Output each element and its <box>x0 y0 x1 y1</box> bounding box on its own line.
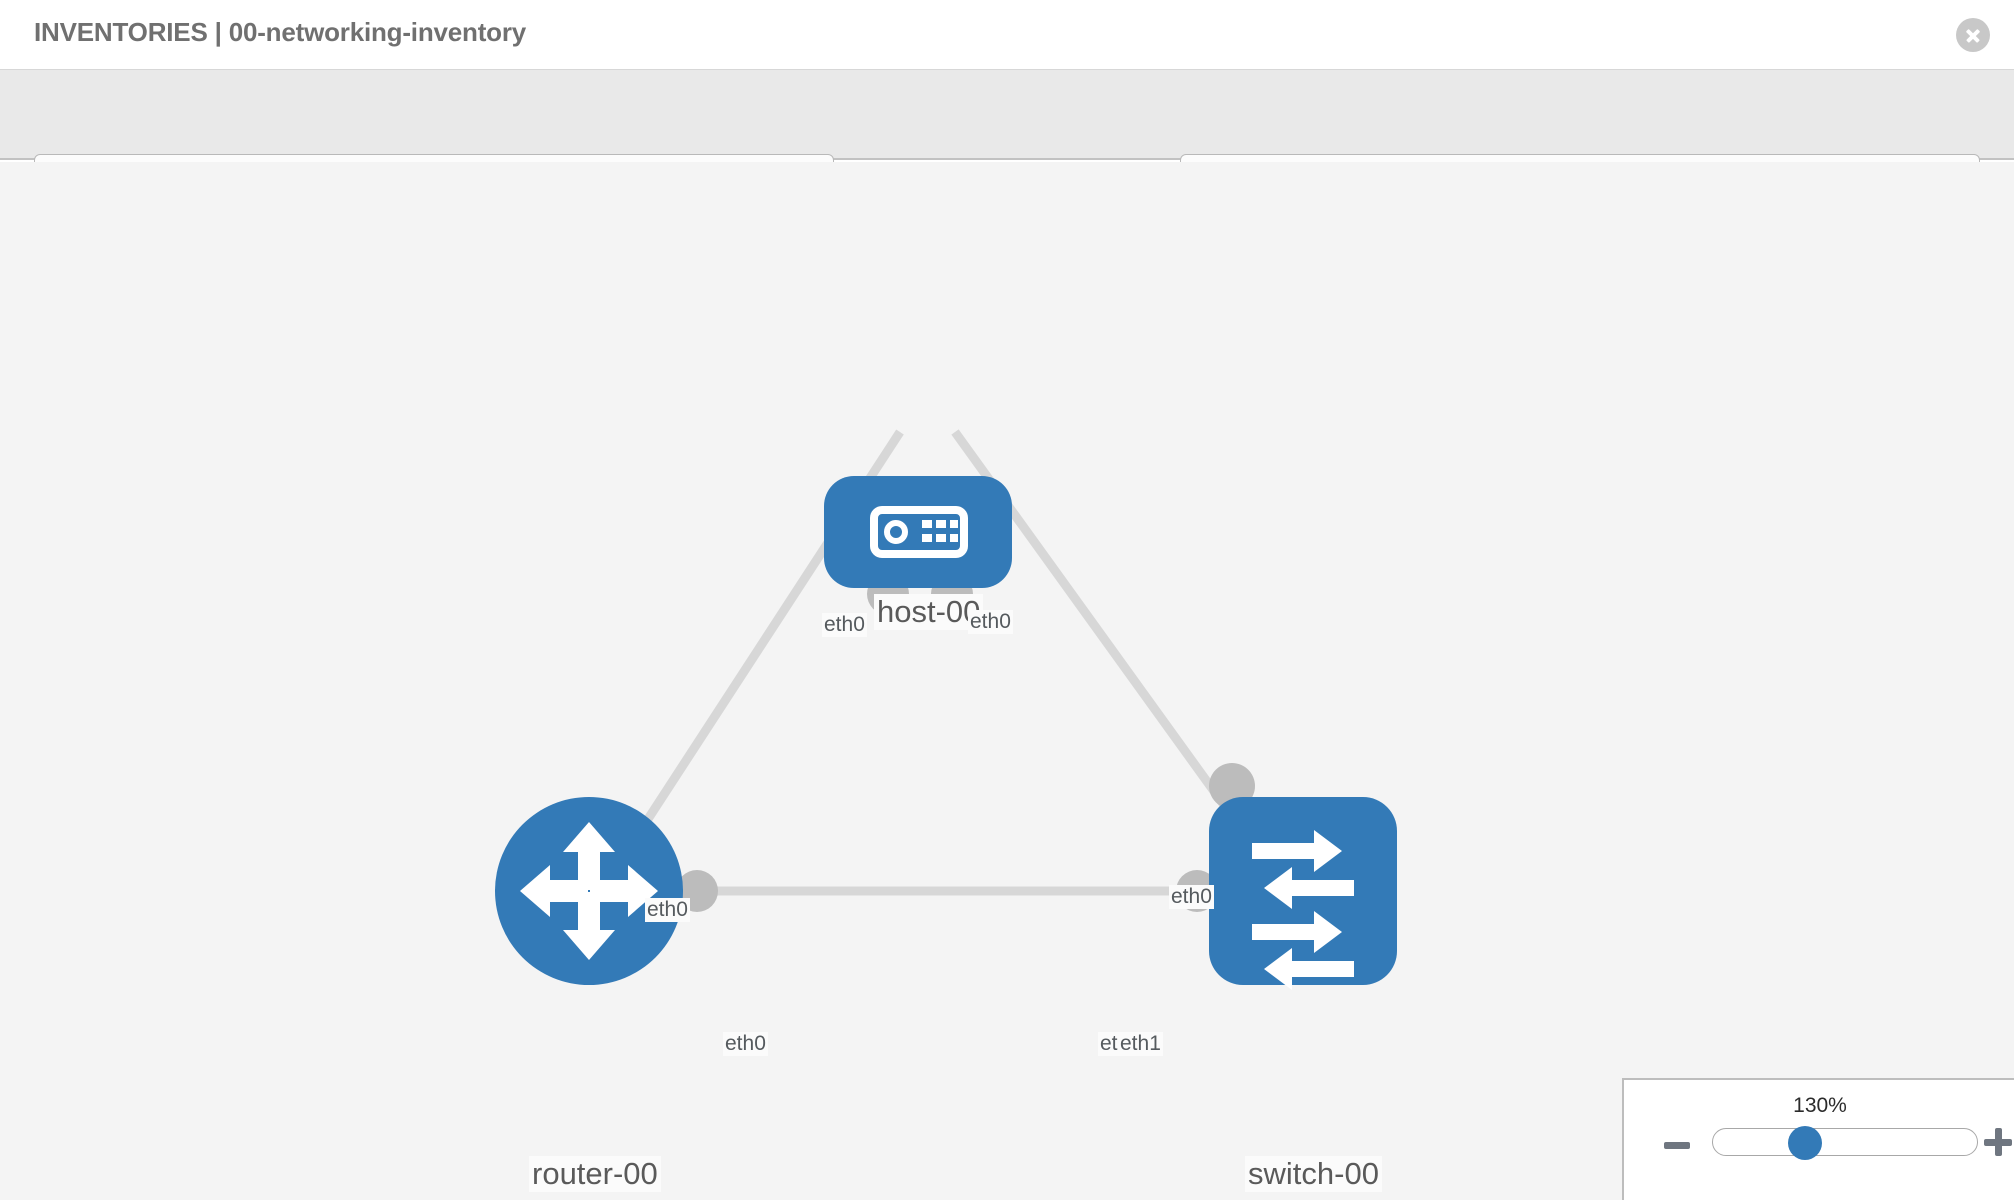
edge-label-switch-left-eth1: eth1 <box>1118 1032 1163 1056</box>
node-label-router-00: router-00 <box>529 1156 661 1192</box>
zoom-slider-track[interactable] <box>1712 1128 1978 1156</box>
node-label-host-00: host-00 <box>874 594 984 630</box>
edge-label-switch-up-eth0: eth0 <box>1169 885 1214 909</box>
zoom-in-button[interactable] <box>1984 1128 2012 1156</box>
page-header: INVENTORIES | 00-networking-inventory <box>0 0 2014 70</box>
edge-label-host-left-eth0: eth0 <box>822 613 867 637</box>
toolbar: ACTIONS SEARCH <box>0 70 2014 210</box>
node-label-switch-00: switch-00 <box>1245 1156 1382 1192</box>
page-title: INVENTORIES | 00-networking-inventory <box>34 17 527 47</box>
node-host-00 <box>824 476 1012 588</box>
zoom-level-label: 130% <box>1793 1094 1847 1117</box>
zoom-control-panel: 130% <box>1622 1078 2014 1200</box>
node-router-00 <box>495 797 683 985</box>
edge-label-router-up-eth0: eth0 <box>645 898 690 922</box>
zoom-slider-thumb[interactable] <box>1788 1126 1822 1160</box>
zoom-out-button[interactable] <box>1664 1142 1690 1149</box>
topology-canvas[interactable]: host-00 router-00 switch-00 eth0 eth0 et… <box>0 162 2014 1200</box>
edge-label-host-right-eth0: eth0 <box>968 610 1013 634</box>
node-switch-00 <box>1209 797 1397 990</box>
edge-label-router-right-eth0: eth0 <box>723 1032 768 1056</box>
topology-graph <box>495 429 1397 990</box>
close-icon[interactable] <box>1956 18 1990 52</box>
